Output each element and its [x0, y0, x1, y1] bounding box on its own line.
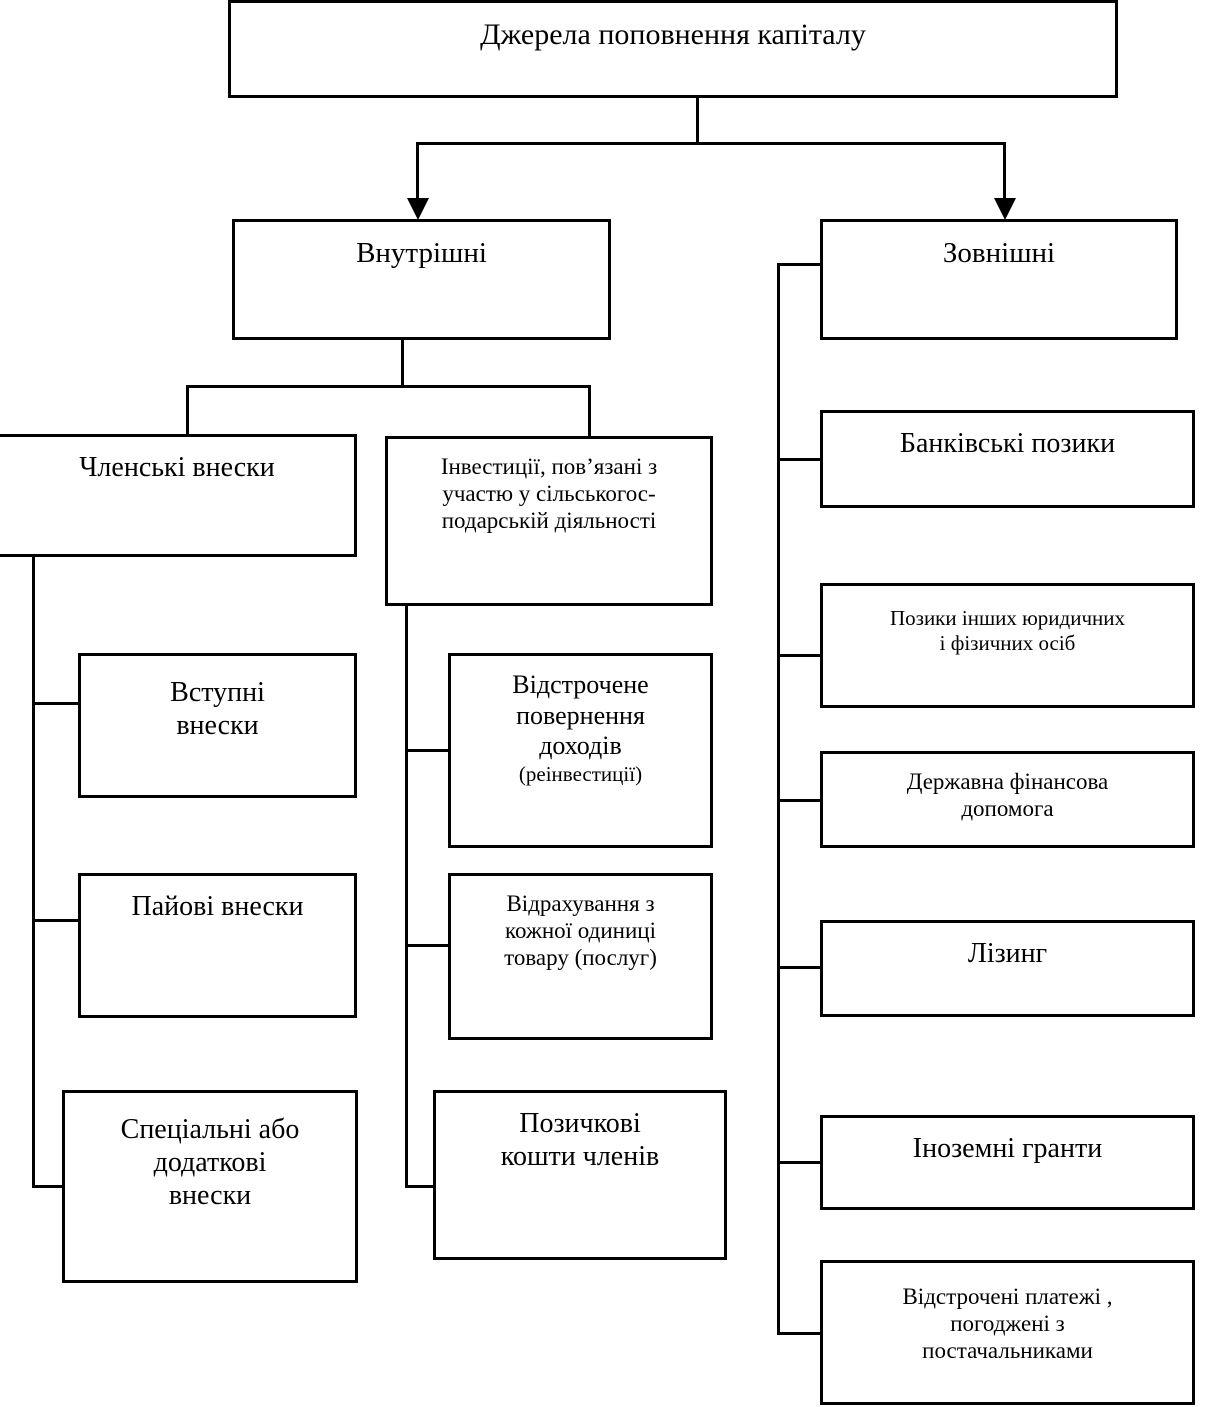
stub-share-fees: [32, 919, 80, 922]
node-agri-investments: Інвестиції, пов’язані з участю у сільськ…: [385, 436, 713, 606]
arrowhead-to-internal: [407, 198, 429, 220]
node-state-financial-aid-label: Державна фінансова допомога: [906, 769, 1109, 822]
node-agri-investments-label: Інвестиції, пов’язані з участю у сільськ…: [440, 454, 658, 534]
node-member-loan-funds-label: Позичкові кошти членів: [500, 1108, 660, 1173]
node-foreign-grants: Іноземні гранти: [820, 1115, 1195, 1210]
stub-leasing: [777, 966, 823, 969]
connector-internal-to-investments: [588, 385, 591, 439]
node-entry-fees-label: Вступні внески: [170, 677, 265, 742]
connector-internal-stem: [401, 337, 404, 387]
stub-state-financial-aid: [777, 799, 823, 802]
node-leasing: Лізинг: [820, 920, 1195, 1017]
node-external-label: Зовнішні: [942, 237, 1056, 269]
stub-foreign-grants: [777, 1161, 823, 1164]
node-member-fees-label: Членські внески: [79, 452, 275, 483]
node-bank-loans-label: Банківські позики: [899, 428, 1116, 459]
connector-root-stem: [696, 95, 699, 145]
connector-internal-bus: [186, 385, 591, 388]
node-internal-label: Внутрішні: [356, 237, 487, 269]
spine-investments: [405, 603, 408, 1188]
stub-external-root: [777, 263, 823, 266]
node-root-capital-sources: Джерела поповнення капіталу: [228, 0, 1118, 98]
node-deferred-income-return: Відстрочене повернення доходів (реінвест…: [448, 653, 713, 848]
stub-bank-loans: [777, 458, 823, 461]
stub-special-fees: [32, 1185, 66, 1188]
arrowhead-to-external: [994, 198, 1016, 220]
stub-member-loan-funds: [405, 1185, 439, 1188]
stub-entry-fees: [32, 702, 80, 705]
node-per-unit-deductions-label: Відрахування з кожної одиниці товару (по…: [504, 891, 657, 971]
node-special-fees-label: Спеціальні або додаткові внески: [120, 1114, 300, 1212]
connector-internal-to-member-fees: [186, 385, 189, 437]
node-other-entity-loans: Позики інших юридичних і фізичних осіб: [820, 583, 1195, 708]
stub-deferred-income-return: [405, 749, 453, 752]
connector-root-bus: [416, 142, 1006, 145]
node-per-unit-deductions: Відрахування з кожної одиниці товару (по…: [448, 873, 713, 1040]
spine-member-fees: [32, 554, 35, 1188]
node-share-fees-label: Пайові внески: [131, 891, 304, 922]
node-deferred-supplier-payments: Відстрочені платежі , погоджені з постач…: [820, 1260, 1195, 1405]
node-deferred-income-return-label: Відстрочене повернення доходів: [512, 670, 649, 761]
node-special-fees: Спеціальні або додаткові внески: [62, 1090, 358, 1283]
node-leasing-label: Лізинг: [967, 938, 1048, 969]
node-entry-fees: Вступні внески: [78, 653, 357, 798]
node-bank-loans: Банківські позики: [820, 410, 1195, 508]
node-foreign-grants-label: Іноземні гранти: [912, 1133, 1103, 1164]
node-other-entity-loans-label: Позики інших юридичних і фізичних осіб: [889, 606, 1125, 655]
stub-per-unit-deductions: [405, 944, 453, 947]
node-state-financial-aid: Державна фінансова допомога: [820, 751, 1195, 848]
node-member-fees: Членські внески: [0, 434, 357, 557]
connector-root-to-internal: [416, 142, 419, 200]
node-share-fees: Пайові внески: [78, 873, 357, 1018]
stub-other-entity-loans: [777, 654, 823, 657]
node-deferred-income-return-sublabel: (реінвестиції): [518, 762, 643, 787]
stub-deferred-supplier-payments: [777, 1332, 823, 1335]
node-internal: Внутрішні: [232, 219, 611, 340]
node-member-loan-funds: Позичкові кошти членів: [433, 1090, 727, 1260]
node-root-label: Джерела поповнення капіталу: [480, 18, 866, 51]
connector-root-to-external: [1003, 142, 1006, 200]
node-deferred-supplier-payments-label: Відстрочені платежі , погоджені з постач…: [902, 1284, 1113, 1364]
node-external: Зовнішні: [820, 219, 1178, 340]
